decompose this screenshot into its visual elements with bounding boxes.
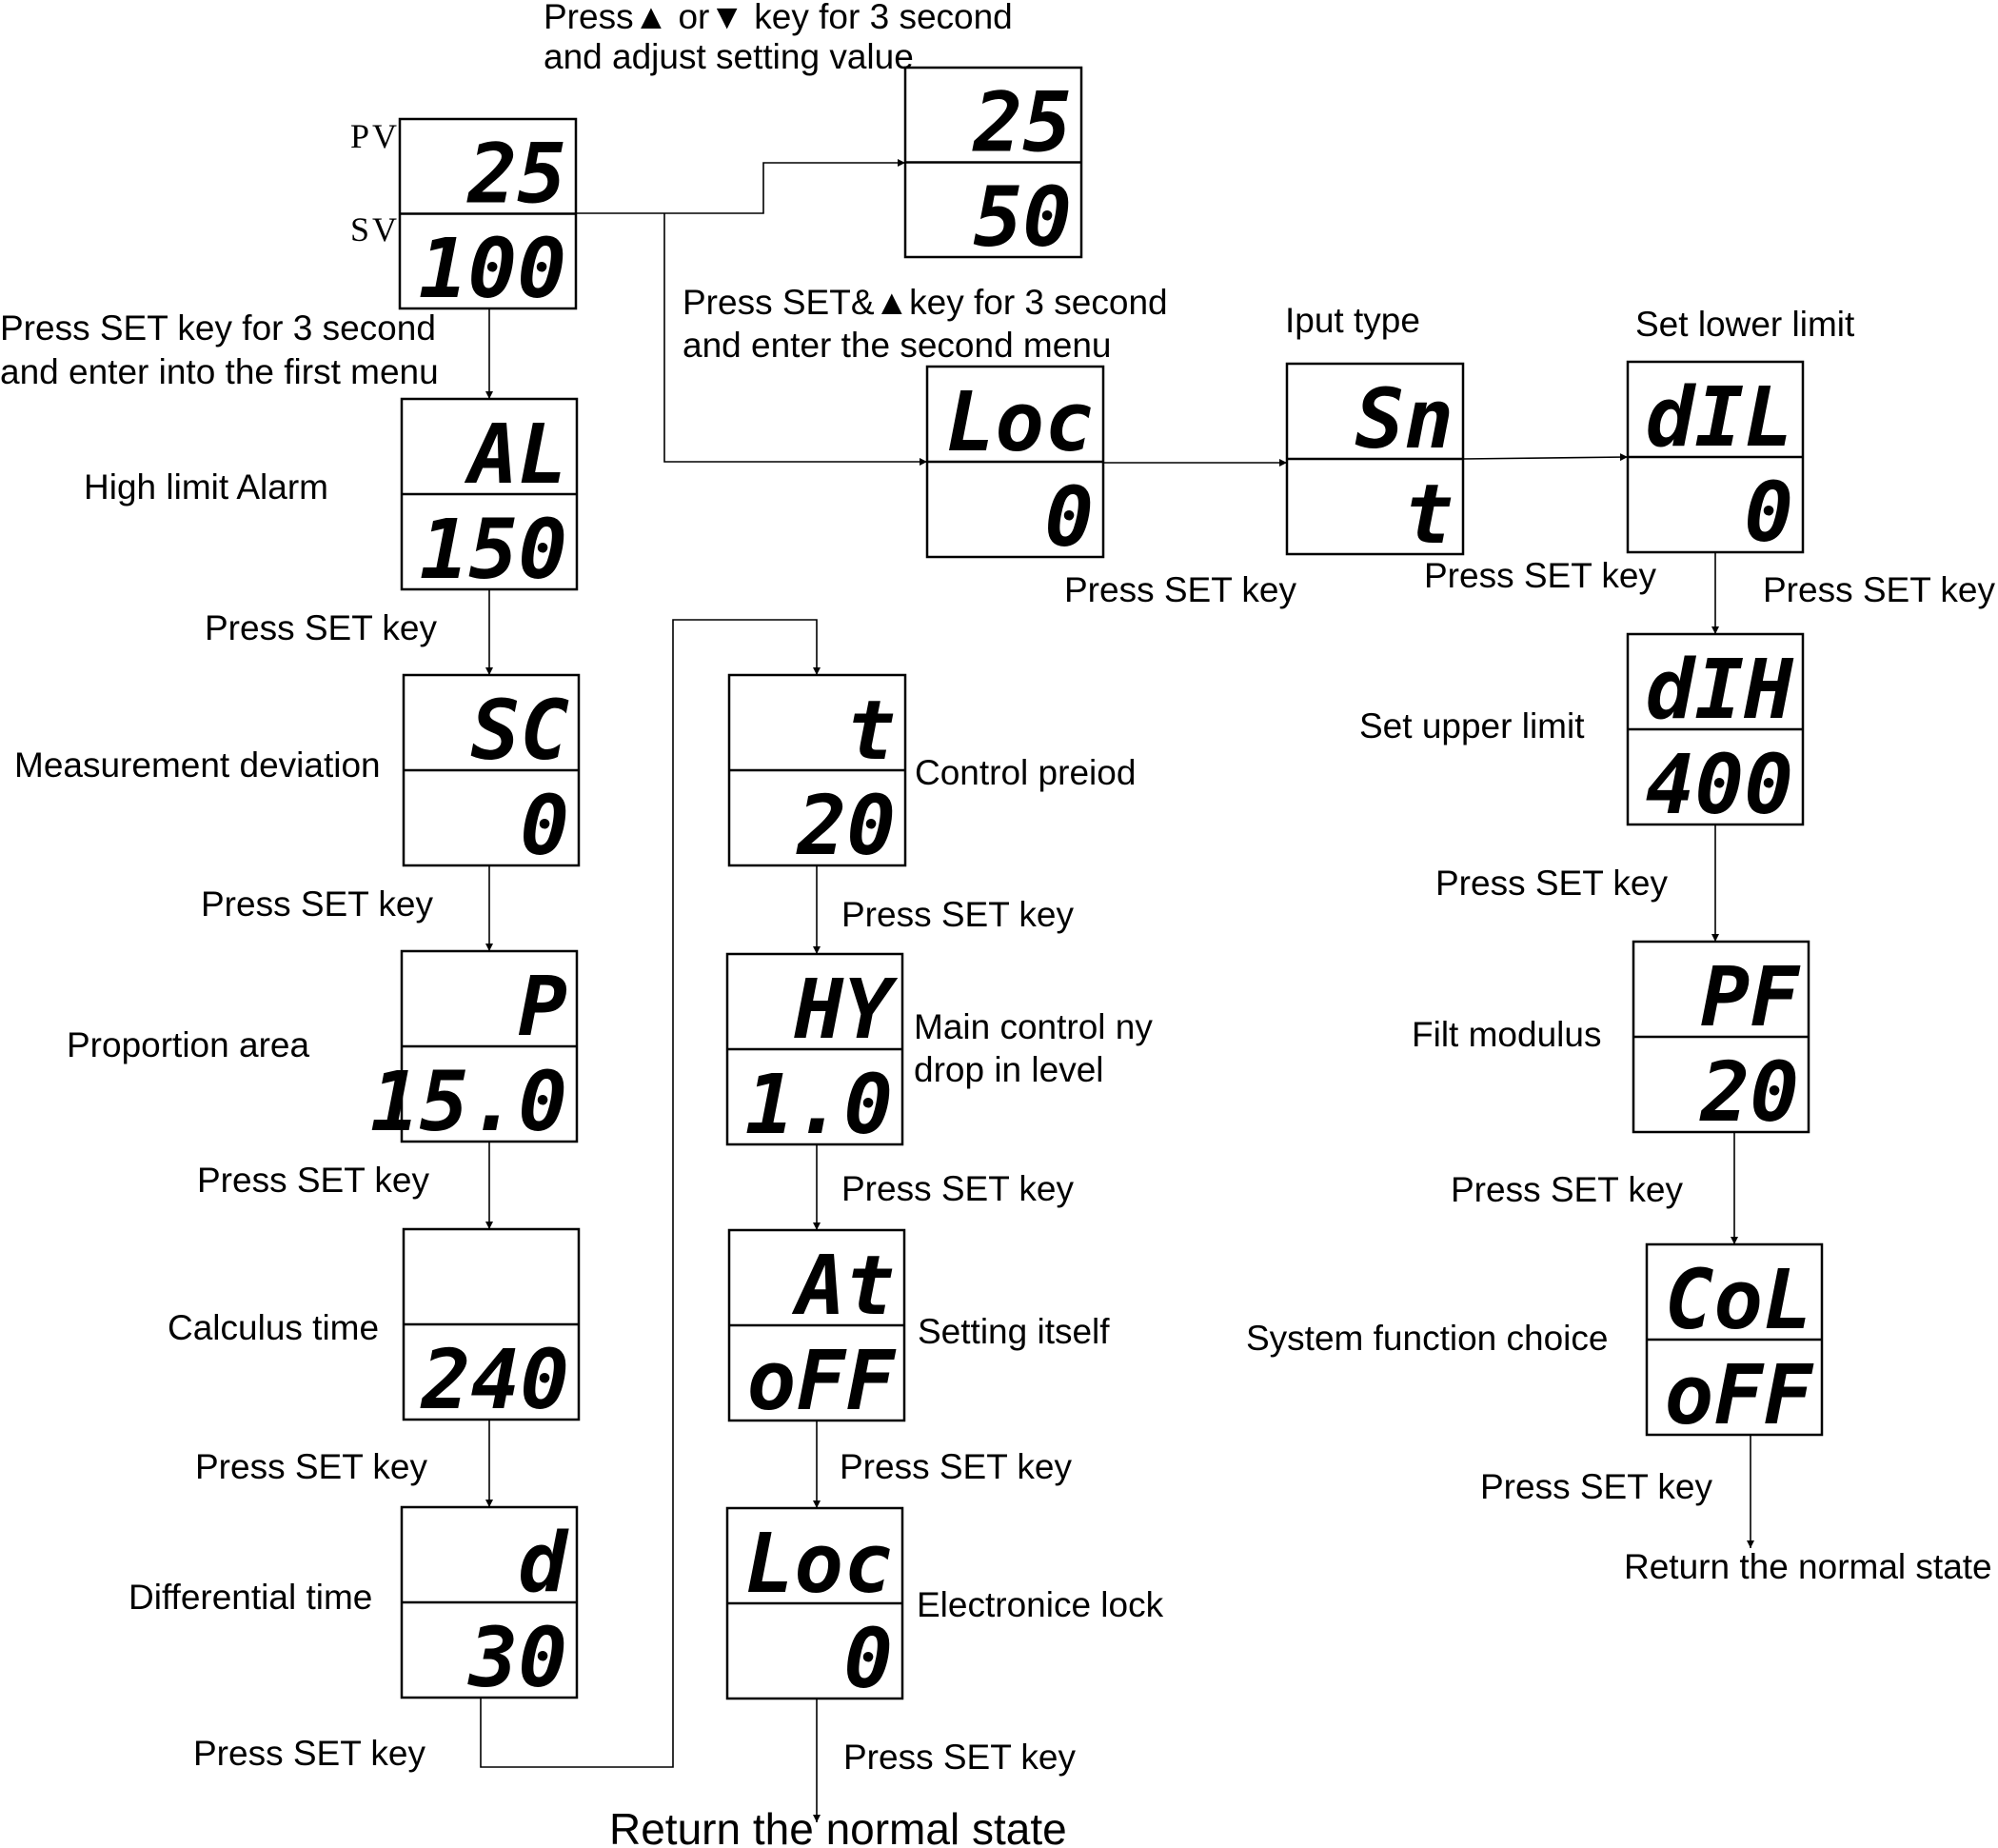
display-bottom-value: 0 xyxy=(1744,466,1793,561)
label-press-set-4: Press SET key xyxy=(195,1447,428,1486)
adjust-instruction-line1: Press▲ or▼ key for 3 second xyxy=(544,0,1013,36)
display-top-value: AL xyxy=(464,407,567,503)
display-control: t20 xyxy=(727,673,907,874)
label-input-type: Iput type xyxy=(1285,301,1420,340)
label-press-set-7: Press SET key xyxy=(841,1169,1075,1208)
display-top-value: At xyxy=(791,1239,895,1334)
display-hysteresis: HY1.0 xyxy=(725,952,904,1153)
label-press-set-1: Press SET key xyxy=(205,608,438,647)
display-top-value: Loc xyxy=(946,375,1094,470)
display-deviation: SC0 xyxy=(402,673,581,874)
label-high-limit-alarm: High limit Alarm xyxy=(84,467,328,507)
display-top-value: SC xyxy=(470,684,569,779)
display-top-value: dIH xyxy=(1646,643,1795,738)
label-press-set-15: Press SET key xyxy=(1480,1467,1713,1506)
second-menu-instruction-line1: Press SET&▲key for 3 second xyxy=(682,283,1168,322)
display-bottom-value: oFF xyxy=(1665,1348,1815,1443)
display-top-value: d xyxy=(518,1516,569,1611)
second-menu-instruction-line2: and enter the second menu xyxy=(682,326,1112,365)
display-bottom-value: 0 xyxy=(843,1612,893,1707)
arrow-home-to-second-menu xyxy=(663,213,927,466)
adjust-instruction-line2: and adjust setting value xyxy=(544,37,914,76)
display-bottom-value: 240 xyxy=(420,1333,569,1428)
display-top-value: P xyxy=(518,960,567,1055)
display-bottom-value: 150 xyxy=(420,503,567,598)
display-bottom-value: t xyxy=(1404,467,1454,563)
label-proportion-area: Proportion area xyxy=(67,1025,309,1064)
display-top-value: 25 xyxy=(465,128,566,223)
label-press-set-8: Press SET key xyxy=(840,1447,1073,1486)
label-control-period: Control preiod xyxy=(915,753,1136,792)
label-filt-modulus: Filt modulus xyxy=(1412,1015,1601,1054)
label-press-set-3: Press SET key xyxy=(197,1161,430,1200)
display-input: Snt xyxy=(1285,362,1465,563)
arrow-home-to-adjust xyxy=(576,159,905,214)
label-press-set-9: Press SET key xyxy=(843,1738,1077,1777)
display-top-value: Sn xyxy=(1355,372,1454,467)
label-setting-itself: Setting itself xyxy=(918,1312,1110,1351)
display-bottom-value: oFF xyxy=(747,1334,898,1429)
display-top-value: HY xyxy=(793,963,899,1058)
display-bottom-value: 100 xyxy=(419,222,566,317)
display-bottom-value: 1.0 xyxy=(745,1058,893,1153)
label-press-set-13: Press SET key xyxy=(1435,864,1669,903)
label-calculus-time: Calculus time xyxy=(168,1308,379,1347)
label-return-normal-state-1: Return the normal state xyxy=(609,1804,1067,1848)
label-electronic-lock: Electronice lock xyxy=(917,1585,1164,1624)
arrow-differential-to-control xyxy=(480,619,821,1768)
display-top-value: Loc xyxy=(745,1517,893,1612)
display-bottom-value: 20 xyxy=(1698,1045,1799,1141)
arrow-input-to-lower xyxy=(1462,453,1629,462)
display-bottom-value: 400 xyxy=(1646,738,1793,833)
display-bottom-value: 20 xyxy=(795,779,896,874)
label-press-set-6: Press SET key xyxy=(841,895,1075,934)
first-menu-instruction-line1: Press SET key for 3 second xyxy=(0,308,436,348)
label-set-upper-limit: Set upper limit xyxy=(1359,706,1585,745)
display-differential: d30 xyxy=(400,1505,579,1706)
sv-label: SV xyxy=(350,210,400,248)
display-top-value: PF xyxy=(1700,950,1801,1045)
label-press-set-12: Press SET key xyxy=(1763,570,1996,609)
label-return-normal-state-2: Return the normal state xyxy=(1624,1547,1992,1586)
first-menu-instruction-line2: and enter into the first menu xyxy=(0,352,439,391)
connectors xyxy=(480,159,1754,1822)
label-main-control-line2: drop in level xyxy=(914,1050,1104,1089)
display-boxes: 251002550AL150SC0P15.0240d30t20HY1.0AtoF… xyxy=(370,66,1824,1707)
display-top-value: 25 xyxy=(971,76,1072,171)
display-bottom-value: 0 xyxy=(1044,470,1094,566)
label-set-lower-limit: Set lower limit xyxy=(1635,305,1855,344)
display-bottom-value: 50 xyxy=(973,170,1072,266)
display-proportion: P15.0 xyxy=(370,949,579,1150)
label-press-set-2: Press SET key xyxy=(201,884,434,924)
display-bottom-value: 30 xyxy=(466,1611,567,1706)
label-press-set-11: Press SET key xyxy=(1424,556,1657,595)
display-top-value: dIL xyxy=(1646,370,1793,466)
label-press-set-14: Press SET key xyxy=(1451,1170,1684,1209)
label-measurement-deviation: Measurement deviation xyxy=(14,745,381,785)
label-system-function-choice: System function choice xyxy=(1246,1319,1608,1358)
display-top-value: CoL xyxy=(1665,1253,1812,1348)
label-main-control-line1: Main control ny xyxy=(914,1007,1153,1046)
display-calculus: 240 xyxy=(402,1227,581,1428)
label-differential-time: Differential time xyxy=(129,1578,372,1617)
pv-label: PV xyxy=(350,117,400,155)
display-bottom-value: 15.0 xyxy=(370,1055,567,1150)
label-press-set-5: Press SET key xyxy=(193,1734,426,1773)
label-press-set-10: Press SET key xyxy=(1064,570,1297,609)
display-bottom-value: 0 xyxy=(520,779,569,874)
display-top-value: t xyxy=(846,684,896,779)
